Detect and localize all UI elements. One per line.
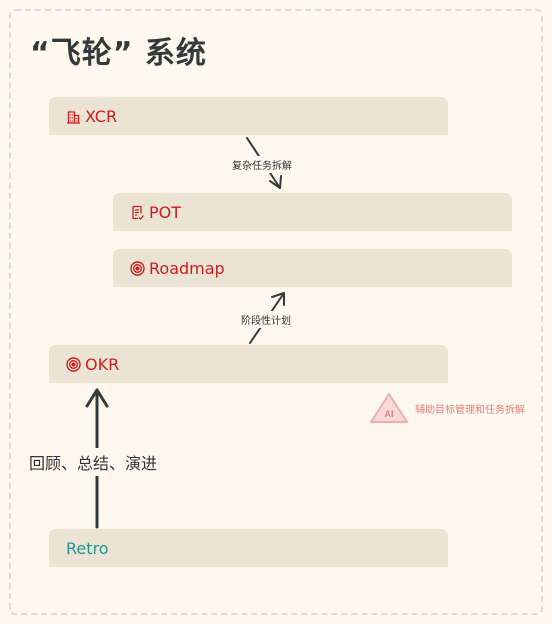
- target-icon: [130, 260, 145, 276]
- node-retro[interactable]: Retro: [49, 529, 448, 567]
- edge-label-retro-to-okr: 回顾、总结、演进: [27, 448, 160, 476]
- ai-note-text: 辅助目标管理和任务拆解: [415, 404, 525, 416]
- document-icon: [130, 205, 145, 220]
- dashed-frame: [9, 9, 543, 615]
- node-pot[interactable]: POT: [113, 193, 512, 231]
- target-icon: [66, 356, 81, 372]
- node-pot-label: POT: [149, 202, 182, 222]
- ai-badge-text: AI: [385, 409, 394, 419]
- node-xcr[interactable]: XCR: [49, 97, 448, 135]
- ai-note: AI 辅助目标管理和任务拆解: [368, 391, 525, 425]
- diagram-title: “飞轮” 系统: [30, 36, 207, 71]
- node-roadmap[interactable]: Roadmap: [113, 249, 512, 287]
- edge-label-xcr-to-pot: 复杂任务拆解: [230, 156, 294, 173]
- node-okr[interactable]: OKR: [49, 345, 448, 383]
- node-roadmap-label: Roadmap: [149, 258, 225, 278]
- node-okr-label: OKR: [85, 354, 120, 374]
- building-icon: [66, 109, 81, 124]
- node-retro-label: Retro: [66, 538, 109, 558]
- node-xcr-label: XCR: [85, 106, 118, 126]
- ai-warning-icon: AI: [370, 393, 408, 423]
- edge-label-okr-to-roadmap: 阶段性计划: [239, 311, 293, 328]
